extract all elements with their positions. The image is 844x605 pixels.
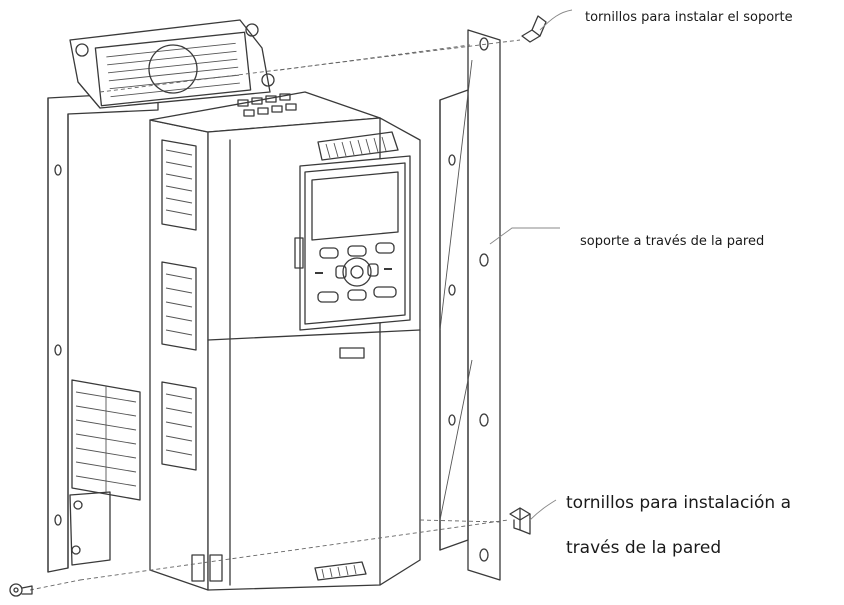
left-mounting-frame <box>47 91 159 573</box>
top-vents <box>237 93 297 117</box>
front-bottom-grille <box>314 561 367 581</box>
right-bracket <box>439 29 501 581</box>
label-screws-bracket: tornillos para instalar el soporte <box>585 10 793 25</box>
lcd-screen <box>311 171 399 241</box>
label-screws-wall-line1: tornillos para instalación a <box>566 493 792 513</box>
side-vents <box>161 139 197 471</box>
alignment-lines <box>29 39 521 591</box>
label-bracket-through-wall: soporte a través de la pared <box>580 234 765 249</box>
screw-top-right-icon <box>521 15 547 43</box>
screw-bottom-right-icon <box>509 507 531 535</box>
top-fan-assembly <box>69 19 275 109</box>
leader-lines <box>489 9 573 521</box>
label-screws-wall-line2: través de la pared <box>566 538 722 558</box>
front-top-grille <box>317 131 399 161</box>
screw-bottom-left-icon <box>9 583 33 597</box>
keypad-panel <box>294 155 411 331</box>
lower-louvres <box>71 379 141 501</box>
